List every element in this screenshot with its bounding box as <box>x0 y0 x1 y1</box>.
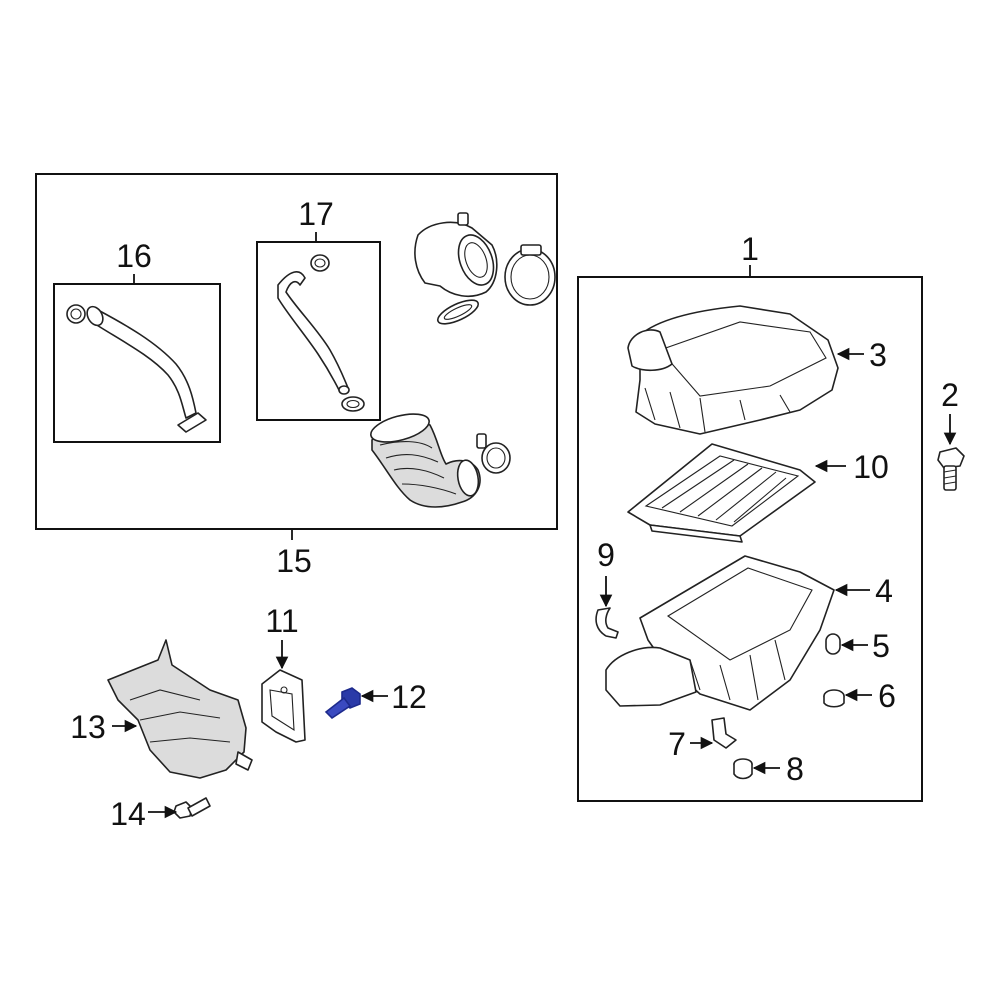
callout-14: 14 <box>110 796 146 832</box>
part-8-bushing[interactable] <box>733 758 753 780</box>
callout-10: 10 <box>853 449 889 485</box>
part-17-tube[interactable] <box>277 254 365 412</box>
callout-13: 13 <box>70 709 106 745</box>
part-4-lower-housing[interactable] <box>605 555 835 711</box>
callout-17: 17 <box>298 196 334 232</box>
callout-8: 8 <box>786 751 804 787</box>
part-15-elbow[interactable] <box>414 212 500 298</box>
callout-2: 2 <box>941 377 959 413</box>
part-3-upper-cover[interactable] <box>627 305 839 435</box>
part-15-seal[interactable] <box>435 295 482 328</box>
group-box-17 <box>256 241 381 421</box>
part-2-bolt[interactable] <box>937 447 965 491</box>
callout-4: 4 <box>875 573 893 609</box>
callout-15: 15 <box>276 543 312 579</box>
part-12-bolt[interactable] <box>324 687 361 720</box>
part-5-pin[interactable] <box>825 633 841 655</box>
callout-11: 11 <box>265 603 298 639</box>
part-7-bracket[interactable] <box>711 717 737 749</box>
callout-9: 9 <box>597 537 615 573</box>
part-13-deflector[interactable] <box>107 639 253 779</box>
part-15-duct[interactable] <box>368 409 511 508</box>
callout-12: 12 <box>391 679 427 715</box>
part-10-filter[interactable] <box>627 443 816 543</box>
callout-7: 7 <box>668 726 686 762</box>
group-box-15 <box>35 173 558 530</box>
callout-16: 16 <box>116 238 152 274</box>
part-11-bracket[interactable] <box>261 669 306 743</box>
callout-3: 3 <box>869 337 887 373</box>
part-6-grommet[interactable] <box>823 689 845 708</box>
part-9-clip[interactable] <box>595 607 619 639</box>
callout-5: 5 <box>872 628 890 664</box>
part-16-hose[interactable] <box>66 304 207 433</box>
callout-6: 6 <box>878 678 896 714</box>
callout-1: 1 <box>741 231 759 267</box>
part-15-clamp-ring[interactable] <box>504 244 556 306</box>
part-14-bolt[interactable] <box>173 797 211 819</box>
group-box-16 <box>53 283 221 443</box>
